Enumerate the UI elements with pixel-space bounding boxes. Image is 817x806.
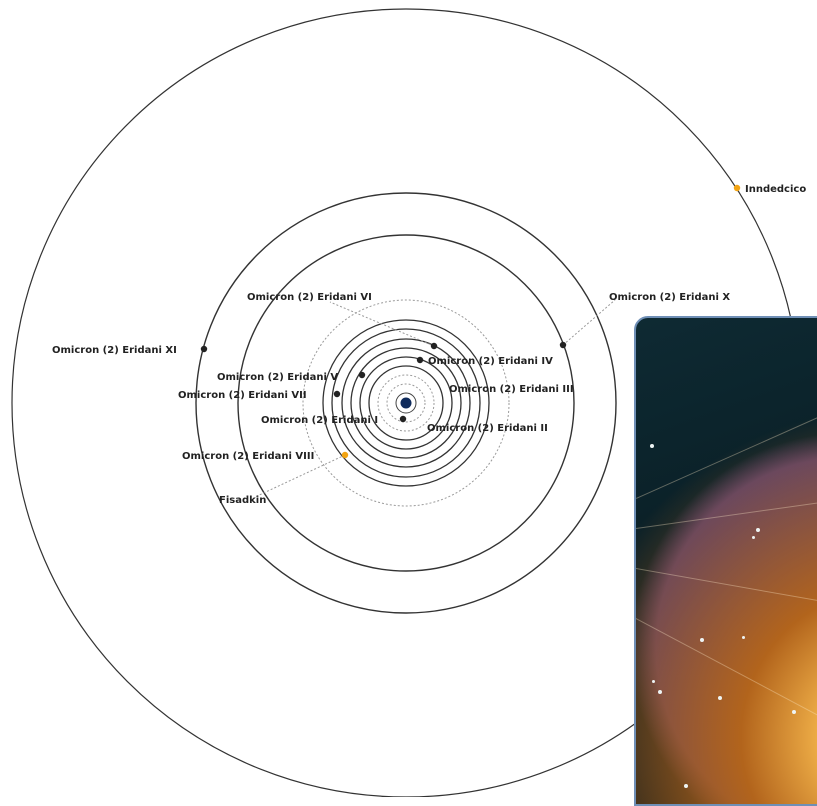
- star-photo-panel: [634, 316, 817, 806]
- background-star: [652, 680, 655, 683]
- orbit-dotted-outer: [302, 299, 510, 507]
- leader-fisadkin: [254, 454, 346, 498]
- orbit-inner-4: [350, 347, 462, 459]
- orbit-x: [237, 234, 575, 572]
- orbit-dotted-inner-2: [386, 383, 426, 423]
- label-v[interactable]: Omicron (2) Eridani V: [217, 372, 338, 383]
- background-star: [684, 784, 688, 788]
- label-vii[interactable]: Omicron (2) Eridani VII: [178, 390, 307, 401]
- leader-lines: [254, 299, 616, 498]
- planet-v[interactable]: [358, 371, 366, 379]
- leader-vi: [329, 301, 435, 347]
- label-i[interactable]: Omicron (2) Eridani I: [261, 415, 378, 426]
- planet-xi[interactable]: [200, 345, 208, 353]
- label-vi[interactable]: Omicron (2) Eridani VI: [247, 292, 372, 303]
- label-xi[interactable]: Omicron (2) Eridani XI: [52, 345, 177, 356]
- orbit-inner-6: [368, 365, 444, 441]
- background-star: [650, 444, 654, 448]
- label-ii[interactable]: Omicron (2) Eridani II: [427, 423, 548, 434]
- planet-viii[interactable]: [341, 451, 349, 459]
- planet-vii[interactable]: [333, 390, 341, 398]
- central-star-core: [400, 397, 412, 409]
- label-x[interactable]: Omicron (2) Eridani X: [609, 292, 730, 303]
- light-ray: [636, 618, 817, 741]
- background-star: [756, 528, 760, 532]
- light-ray: [636, 568, 817, 615]
- label-iv[interactable]: Omicron (2) Eridani IV: [428, 356, 553, 367]
- planet-inndedcico[interactable]: [733, 184, 741, 192]
- background-star: [742, 636, 745, 639]
- background-star: [752, 536, 755, 539]
- background-star: [718, 696, 722, 700]
- background-star: [700, 638, 704, 642]
- leader-x: [562, 299, 616, 346]
- label-inndedcico[interactable]: Inndedcico: [745, 184, 806, 195]
- background-star: [658, 690, 662, 694]
- orbit-inner-1: [322, 319, 490, 487]
- planet-iv[interactable]: [416, 356, 424, 364]
- label-fisadkin[interactable]: Fisadkin: [219, 495, 266, 506]
- orbit-inner-2: [331, 328, 481, 478]
- orbit-inner-3: [341, 338, 471, 468]
- light-ray: [636, 491, 817, 529]
- label-viii[interactable]: Omicron (2) Eridani VIII: [182, 451, 314, 462]
- planet-i[interactable]: [399, 415, 407, 423]
- light-ray: [636, 392, 817, 499]
- planet-vi[interactable]: [430, 342, 438, 350]
- orbit-xi: [195, 192, 617, 614]
- background-star: [792, 710, 796, 714]
- orbit-dotted-inner-1: [377, 374, 435, 432]
- label-iii[interactable]: Omicron (2) Eridani III: [449, 384, 574, 395]
- orbit-inner-5: [359, 356, 453, 450]
- planet-x[interactable]: [559, 341, 567, 349]
